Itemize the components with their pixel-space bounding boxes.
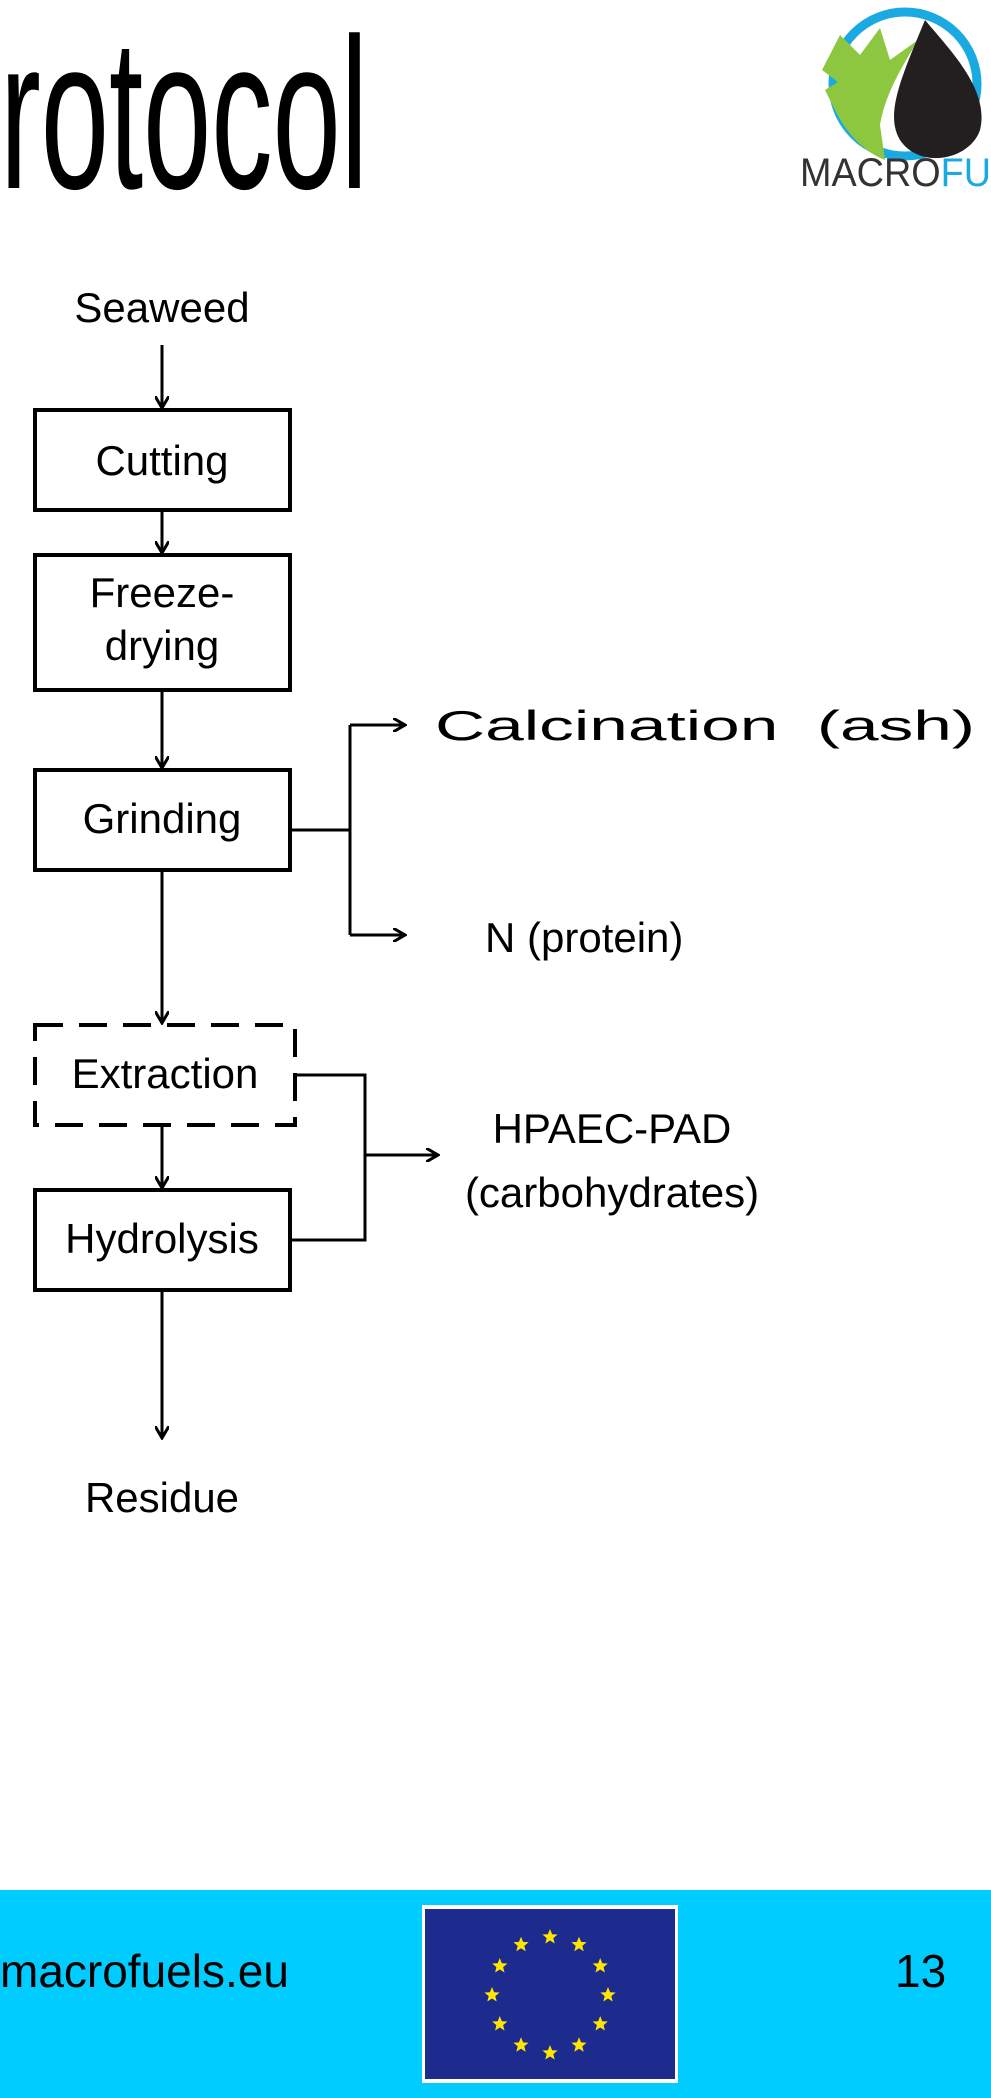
eu-star-icon [571, 1936, 587, 1952]
slide-title: rotocol [0, 0, 368, 234]
start-seaweed: Seaweed [74, 284, 249, 331]
eu-star-icon [542, 2045, 558, 2060]
branch-calcination: Calcination (ash) [435, 702, 975, 749]
step-cutting-label: Cutting [95, 437, 228, 484]
step-extraction-label: Extraction [72, 1050, 259, 1097]
branch-protein: N (protein) [485, 914, 683, 961]
branch-hpaec-label-1: HPAEC-PAD [493, 1105, 732, 1152]
footer-url: macrofuels.eu [0, 1945, 289, 1997]
eu-star-icon [542, 1929, 558, 1944]
page-number: 13 [895, 1945, 947, 1997]
eu-star-icon [592, 1958, 608, 1973]
step-hydrolysis-label: Hydrolysis [65, 1215, 259, 1262]
eu-star-icon [484, 1987, 500, 2002]
step-grinding [33, 768, 292, 872]
eu-flag-icon [422, 1905, 678, 2083]
eu-star-icon [513, 2037, 529, 2052]
eu-star-icon [600, 1987, 616, 2002]
step-freeze-drying-label-2: drying [105, 622, 219, 669]
step-cutting [33, 408, 292, 512]
diagram-canvas: rotocol MACROFU Seaweed Cutting Freeze- … [0, 0, 991, 1521]
step-grinding-label: Grinding [83, 795, 242, 842]
branch-connector [290, 725, 352, 935]
step-extraction [33, 1023, 297, 1127]
logo-text-accent: FU [941, 151, 991, 195]
svg-text:MACROFU: MACROFU [800, 151, 991, 195]
eu-star-icon [592, 2016, 608, 2031]
merge-connector [290, 1073, 367, 1242]
eu-star-icon [513, 1936, 529, 1952]
eu-star-icon [492, 2016, 508, 2031]
eu-star-icon [492, 1958, 508, 1973]
footer-bar: macrofuels.eu 13 [0, 1890, 991, 2098]
eu-star-icon [571, 2037, 587, 2052]
step-freeze-drying-label-1: Freeze- [90, 569, 235, 616]
branch-hpaec-label-2: (carbohydrates) [465, 1169, 759, 1216]
macrofuels-logo: MACROFU [800, 7, 991, 195]
end-residue: Residue [85, 1474, 239, 1521]
logo-text-dark: MACRO [800, 151, 941, 195]
step-freeze-drying [33, 553, 292, 692]
